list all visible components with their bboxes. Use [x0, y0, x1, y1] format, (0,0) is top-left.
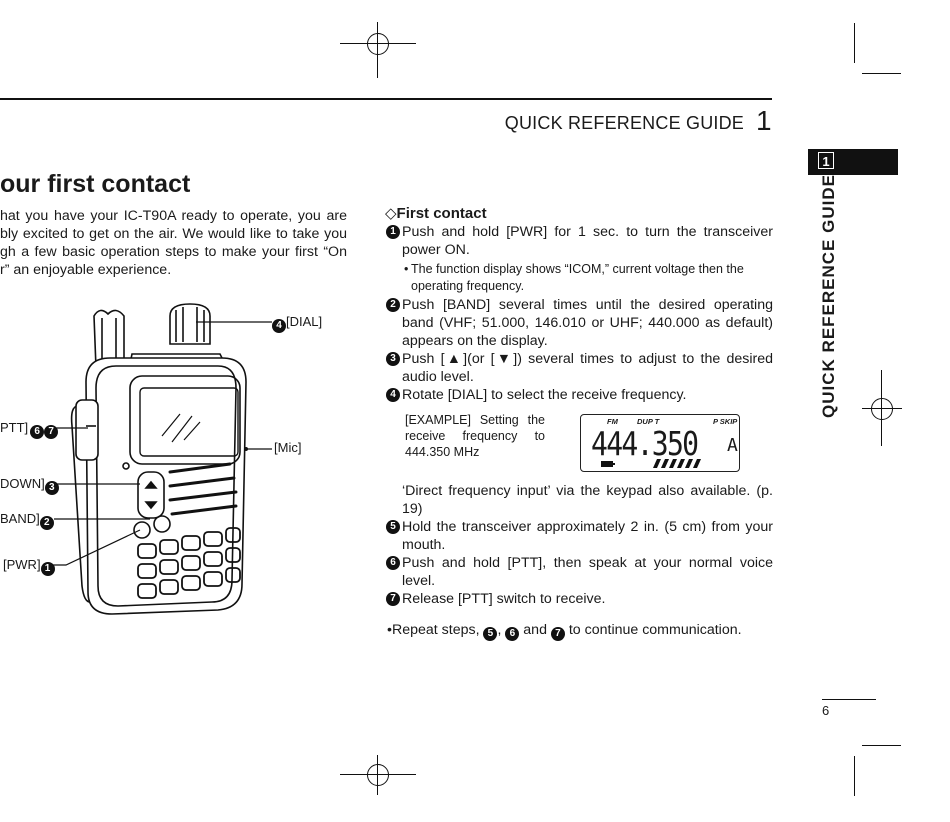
diamond-icon: ◇	[385, 205, 397, 222]
first-contact-heading: ◇First contact	[385, 205, 487, 222]
mic-label: [Mic]	[274, 440, 302, 455]
step-3-badge: 3	[44, 481, 59, 495]
registration-circle	[367, 33, 389, 55]
callout-lines	[44, 321, 272, 566]
registration-circle	[871, 398, 893, 420]
intro-line: gh a few basic operation steps to make y…	[0, 244, 347, 260]
step-5-text: Hold the transceiver approximately 2 in.…	[402, 519, 773, 553]
down-callout: DOWN]3	[0, 476, 59, 495]
step-1-badge: 1	[386, 225, 400, 239]
step-4-badge: 4	[386, 388, 400, 402]
lcd-pskip-indicator: P SKIP	[713, 417, 738, 426]
step-3: 3 Push [▲](or [▼]) several times to adju…	[385, 350, 773, 386]
header-rule	[0, 98, 772, 100]
step-4-text: Rotate [DIAL] to select the receive freq…	[402, 387, 687, 403]
step-3-text: Push [▲](or [▼]) several times to adjust…	[402, 351, 773, 385]
step-2-badge: 2	[39, 516, 54, 530]
section-title: our first contact	[0, 170, 191, 198]
step-4: 4 Rotate [DIAL] to select the receive fr…	[385, 386, 773, 404]
step-7: 7 Release [PTT] switch to receive.	[385, 590, 773, 608]
step-1-text: Push and hold [PWR] for 1 sec. to turn t…	[402, 224, 773, 258]
lcd-fm-indicator: FM	[607, 417, 618, 426]
step-5-badge: 5	[483, 627, 498, 641]
chapter-number: 1	[756, 105, 772, 136]
pwr-label: [PWR]	[3, 557, 41, 572]
step-6: 6 Push and hold [PTT], then speak at you…	[385, 554, 773, 590]
step-5: 5 Hold the transceiver approximately 2 i…	[385, 518, 773, 554]
footer-rule	[822, 699, 876, 701]
lcd-signal-meter-icon	[653, 459, 701, 468]
header-title: QUICK REFERENCE GUIDE	[504, 113, 744, 133]
first-contact-continued: ‘Direct frequency input’ via the keypad …	[385, 482, 773, 608]
page-number: 6	[822, 703, 830, 718]
intro-paragraph: hat you have your IC-T90A ready to opera…	[0, 207, 347, 279]
chapter-tab	[808, 149, 898, 175]
step-7-badge: 7	[386, 592, 400, 606]
step-4-badge: 4	[272, 319, 286, 333]
crop-mark	[854, 756, 855, 796]
registration-circle	[367, 764, 389, 786]
example-text: [EXAMPLE] Setting the receive frequency …	[405, 413, 545, 459]
intro-line: hat you have your IC-T90A ready to opera…	[0, 208, 347, 224]
lcd-frequency: 444.350	[591, 424, 699, 463]
step-5-badge: 5	[386, 520, 400, 534]
dial-callout: 4[DIAL]	[272, 314, 322, 333]
step-6-badge: 6	[505, 627, 520, 641]
lcd-dup-indicator: DUP T	[637, 417, 660, 426]
dial-label: [DIAL]	[286, 314, 323, 329]
step-2-badge: 2	[386, 298, 400, 312]
chapter-tab-title: QUICK REFERENCE GUIDE	[819, 174, 838, 418]
lcd-battery-icon	[601, 461, 615, 467]
step-6-text: Push and hold [PTT], then speak at your …	[402, 555, 773, 589]
step-7-badge: 7	[550, 627, 565, 641]
crop-mark	[854, 23, 855, 63]
step-1: 1 Push and hold [PWR] for 1 sec. to turn…	[385, 223, 773, 259]
band-callout: BAND]2	[0, 511, 54, 530]
direct-input-note: ‘Direct frequency input’ via the keypad …	[402, 483, 773, 517]
down-label: DOWN]	[0, 476, 45, 491]
step-6-badge: 6	[386, 556, 400, 570]
step-7-badge: 7	[44, 425, 59, 439]
step-1-badge: 1	[40, 562, 55, 576]
transceiver-illustration	[70, 303, 247, 615]
lcd-display: FM DUP T P SKIP 444.350 A	[580, 414, 740, 472]
step-7-text: Release [PTT] switch to receive.	[402, 591, 606, 607]
ptt-label: PTT]	[0, 420, 29, 435]
step-3-badge: 3	[386, 352, 400, 366]
crop-mark	[862, 745, 901, 746]
chapter-tab-number: 1	[818, 152, 834, 169]
step-1-note: The function display shows “ICOM,” curre…	[385, 261, 773, 295]
step-2: 2 Push [BAND] several times until the de…	[385, 296, 773, 350]
first-contact-section: ◇First contact 1 Push and hold [PWR] for…	[385, 205, 773, 404]
pwr-callout: [PWR]1	[3, 557, 55, 576]
step-2-text: Push [BAND] several times until the desi…	[402, 297, 773, 349]
intro-line: r” an enjoyable experience.	[0, 262, 172, 278]
band-label: BAND]	[0, 511, 40, 526]
step-6-badge: 6	[30, 425, 45, 439]
intro-line: bly excited to get on the air. We would …	[0, 226, 347, 242]
crop-mark	[862, 73, 901, 74]
lcd-memory-indicator: A	[727, 435, 738, 456]
repeat-steps-note: •Repeat steps, 5, 6 and 7 to continue co…	[387, 622, 742, 641]
